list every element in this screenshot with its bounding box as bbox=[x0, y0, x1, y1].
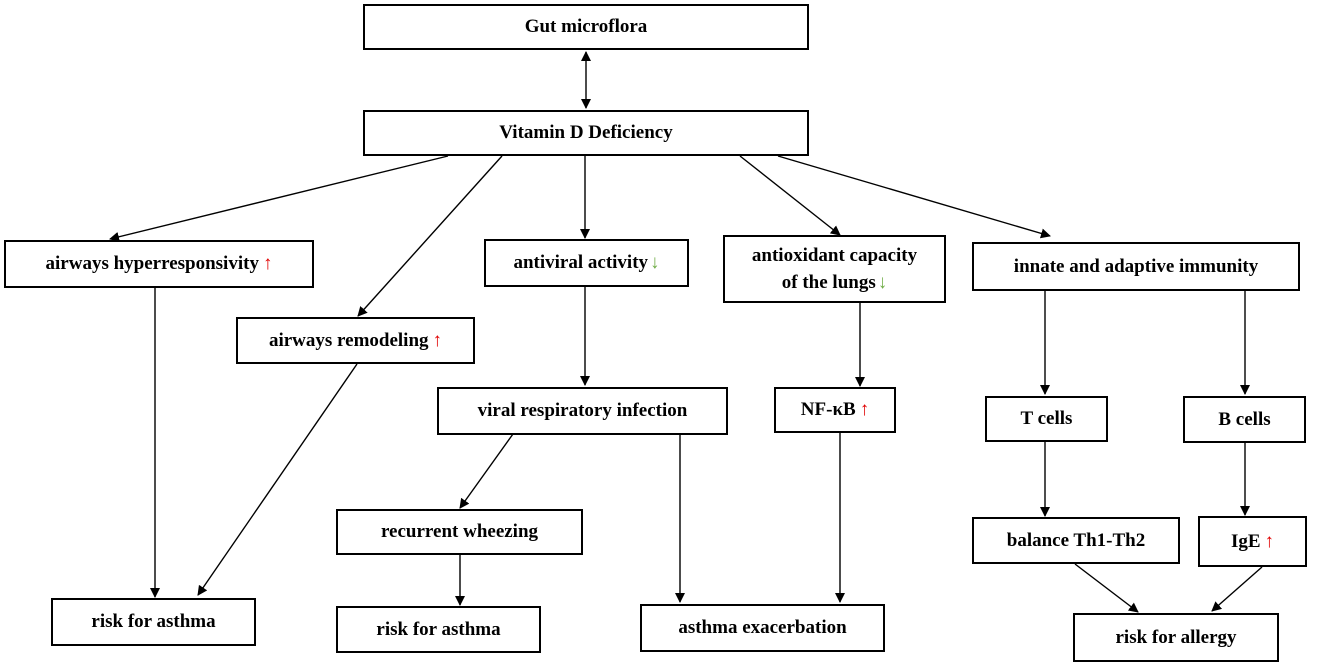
node-antioxidant-capacity: antioxidant capacity of the lungs↓ bbox=[723, 235, 946, 303]
edge-balance-allergy bbox=[1074, 563, 1139, 613]
node-asthma-exacerbation-label: asthma exacerbation bbox=[678, 617, 847, 638]
node-viral-respiratory-infection: viral respiratory infection bbox=[437, 387, 728, 435]
edge-ige-allergy bbox=[1211, 566, 1263, 612]
increase-arrow-icon: ↑ bbox=[859, 399, 870, 420]
node-airways-hyperresponsivity-label: airways hyperresponsivity bbox=[45, 253, 259, 274]
node-vitamin-d-deficiency: Vitamin D Deficiency bbox=[363, 110, 809, 156]
node-risk-for-asthma-center: risk for asthma bbox=[336, 606, 541, 653]
decrease-arrow-icon: ↓ bbox=[650, 252, 660, 273]
edge-remodel-risk bbox=[197, 363, 358, 596]
node-risk-for-allergy: risk for allergy bbox=[1073, 613, 1279, 662]
node-balance-th1-th2: balance Th1-Th2 bbox=[972, 517, 1180, 564]
node-t-cells-label: T cells bbox=[1020, 408, 1073, 429]
increase-arrow-icon: ↑ bbox=[432, 329, 443, 351]
node-viral-respiratory-infection-label: viral respiratory infection bbox=[477, 400, 688, 421]
node-risk-for-asthma-center-label: risk for asthma bbox=[376, 618, 501, 640]
node-risk-for-asthma-left-label: risk for asthma bbox=[91, 611, 216, 632]
node-antioxidant-capacity-line1: antioxidant capacity bbox=[751, 245, 918, 266]
node-gut-microflora-label: Gut microflora bbox=[524, 16, 648, 37]
increase-arrow-icon: ↑ bbox=[262, 253, 273, 274]
edge-vitd-airways-hyper bbox=[109, 155, 449, 242]
node-antiviral-activity-label: antiviral activity bbox=[513, 252, 649, 273]
node-innate-adaptive-immunity-label: innate and adaptive immunity bbox=[1013, 255, 1259, 277]
node-recurrent-wheezing: recurrent wheezing bbox=[336, 509, 583, 555]
increase-arrow-icon: ↑ bbox=[1264, 530, 1275, 552]
node-balance-th1-th2-label: balance Th1-Th2 bbox=[1006, 529, 1146, 551]
edge-viral-wheezing bbox=[459, 433, 514, 509]
node-gut-microflora: Gut microflora bbox=[363, 4, 809, 50]
node-ige: IgE ↑ bbox=[1198, 516, 1307, 567]
node-antiviral-activity: antiviral activity ↓ bbox=[484, 239, 689, 287]
node-b-cells-label: B cells bbox=[1218, 408, 1271, 430]
edge-vitd-airways-remodel bbox=[357, 155, 503, 317]
node-b-cells: B cells bbox=[1183, 396, 1306, 443]
node-innate-adaptive-immunity: innate and adaptive immunity bbox=[972, 242, 1300, 291]
node-airways-hyperresponsivity: airways hyperresponsivity ↑ bbox=[4, 240, 314, 288]
edge-vitd-immunity bbox=[777, 155, 1051, 239]
edge-vitd-antioxidant bbox=[739, 155, 841, 236]
node-nf-kb-label: NF-κB bbox=[800, 399, 856, 420]
node-nf-kb: NF-κB ↑ bbox=[774, 387, 896, 433]
node-ige-label: IgE bbox=[1230, 530, 1261, 552]
node-airways-remodeling: airways remodeling ↑ bbox=[236, 317, 475, 364]
node-airways-remodeling-label: airways remodeling bbox=[268, 329, 429, 351]
node-t-cells: T cells bbox=[985, 396, 1108, 442]
node-risk-for-asthma-left: risk for asthma bbox=[51, 598, 256, 646]
decrease-arrow-icon: ↓ bbox=[877, 272, 888, 293]
node-vitamin-d-deficiency-label: Vitamin D Deficiency bbox=[499, 122, 673, 143]
node-asthma-exacerbation: asthma exacerbation bbox=[640, 604, 885, 652]
node-risk-for-allergy-label: risk for allergy bbox=[1115, 626, 1237, 648]
node-antioxidant-capacity-line2: of the lungs bbox=[781, 272, 876, 293]
node-recurrent-wheezing-label: recurrent wheezing bbox=[380, 521, 539, 542]
